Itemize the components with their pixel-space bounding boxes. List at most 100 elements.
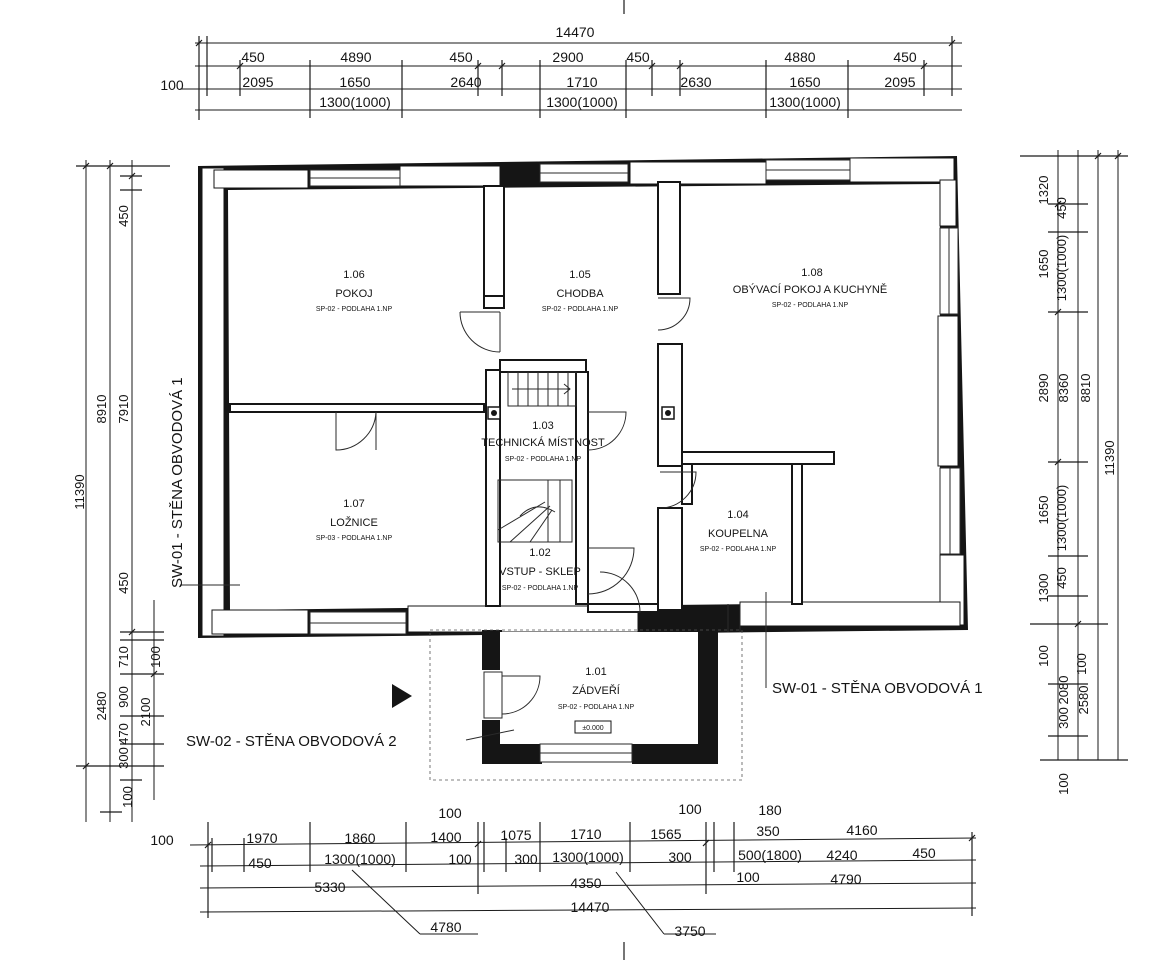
dim-top-3-2: 1300(1000): [546, 94, 618, 110]
top-dimension-chain: 14470 450 4890 450 2900 450 4880 450 100…: [160, 24, 962, 120]
dim-left-s6: 470: [116, 723, 131, 745]
room-name: KOUPELNA: [708, 528, 769, 540]
dim-top-1-7: 450: [893, 49, 917, 65]
dim-top-2-4: 1710: [566, 74, 597, 90]
room-number: 1.02: [529, 547, 550, 559]
room-number: 1.03: [532, 420, 553, 432]
dim-left-outer: 11390: [72, 474, 87, 509]
dim-bottom-1-7: 350: [756, 823, 780, 839]
dim-right-s1: 1320: [1036, 176, 1051, 205]
dim-right-s6: 1650: [1036, 496, 1051, 525]
room-name: CHODBA: [556, 288, 604, 300]
dim-bottom-2-1: 450: [248, 855, 272, 871]
stairs-upper: [507, 371, 577, 407]
room-name: LOŽNICE: [330, 516, 378, 529]
dim-right-s13: 2580: [1076, 686, 1091, 715]
dim-top-2-3: 2640: [450, 74, 481, 90]
room-number: 1.04: [727, 509, 748, 521]
doors: [335, 297, 741, 715]
room-1-04: 1.04 KOUPELNA SP-02 - PODLAHA 1.NP: [700, 509, 777, 553]
level-mark: ±0.000: [574, 720, 612, 734]
dim-bottom-2-2: 1300(1000): [324, 851, 396, 867]
room-spec: SP-03 - PODLAHA 1.NP: [316, 535, 393, 542]
dim-left-s5: 2100: [138, 698, 153, 727]
dim-left-s7: 300: [116, 747, 131, 769]
dim-right-outer: 11390: [1102, 440, 1117, 475]
dim-right-s3: 1650: [1036, 250, 1051, 279]
dim-bottom-3-1: 5330: [314, 879, 345, 895]
dim-top-2-7: 2095: [884, 74, 915, 90]
room-spec: SP-02 - PODLAHA 1.NP: [700, 546, 777, 553]
entrance-arrow-icon: [392, 684, 412, 708]
dim-top-2-left: 100: [160, 77, 184, 93]
dim-bottom-3-4: 4790: [830, 871, 861, 887]
room-name: VSTUP - SKLEP: [499, 566, 581, 578]
dim-bottom-3-2: 4350: [570, 875, 601, 891]
room-name: ZÁDVEŘÍ: [572, 684, 621, 697]
building-walls: [198, 156, 968, 781]
room-1-02: 1.02 VSTUP - SKLEP SP-02 - PODLAHA 1.NP: [499, 547, 581, 592]
dim-left-s1: 450: [116, 205, 131, 227]
dim-right-s4: 1300(1000): [1054, 235, 1069, 302]
dim-bottom-1-8: 4160: [846, 822, 877, 838]
right-dimension-chain: 1320 450 1650 1300(1000) 2890 1650 1300(…: [1020, 150, 1128, 795]
dim-left-mid3: 2480: [94, 692, 109, 721]
dim-left-mid2: 7910: [116, 395, 131, 424]
dim-bottom-3-3: 100: [736, 869, 760, 885]
dim-top-1-6: 4880: [784, 49, 815, 65]
dim-bottom-1-5: 1710: [570, 826, 601, 842]
room-spec: SP-02 - PODLAHA 1.NP: [502, 585, 579, 592]
dim-bottom-4: 14470: [571, 899, 610, 915]
room-name: POKOJ: [335, 288, 372, 300]
dim-top-1-2: 4890: [340, 49, 371, 65]
room-number: 1.01: [585, 666, 606, 678]
dim-top-3-1: 1300(1000): [319, 94, 391, 110]
dim-left-mid1: 8910: [94, 395, 109, 424]
room-1-06: 1.06 POKOJ SP-02 - PODLAHA 1.NP: [316, 269, 393, 313]
dim-left-s4: 900: [116, 686, 131, 708]
room-1-03: 1.03 TECHNICKÁ MÍSTNOST SP-02 - PODLAHA …: [481, 420, 605, 463]
dim-right-mid2: 8360: [1056, 374, 1071, 403]
dim-right-s12: 2080: [1056, 676, 1071, 705]
meter-box-left: [487, 406, 501, 420]
dim-bottom-1-3: 1400: [430, 829, 461, 845]
dim-bottom-above-1: 100: [438, 805, 462, 821]
room-1-01: 1.01 ZÁDVEŘÍ SP-02 - PODLAHA 1.NP: [558, 666, 635, 711]
dim-right-s2: 450: [1054, 197, 1069, 219]
svg-text:±0.000: ±0.000: [582, 725, 603, 732]
dim-top-2-5: 2630: [680, 74, 711, 90]
dim-bottom-above-2: 100: [678, 801, 702, 817]
room-spec: SP-02 - PODLAHA 1.NP: [505, 456, 582, 463]
dim-bottom-1-6: 1565: [650, 826, 681, 842]
dim-bottom-2-3: 100: [448, 851, 472, 867]
room-number: 1.08: [801, 267, 822, 279]
room-number: 1.05: [569, 269, 590, 281]
left-dimension-chain: 11390 8910 7910 2480 450 450 710 900 210…: [72, 160, 170, 822]
dim-top-2-6: 1650: [789, 74, 820, 90]
room-number: 1.07: [343, 498, 364, 510]
dim-right-s9: 1300: [1036, 574, 1051, 603]
dim-bottom-2-8: 4240: [826, 847, 857, 863]
dim-bottom-1-4: 1075: [500, 827, 531, 843]
dim-top-total: 14470: [556, 24, 595, 40]
dim-bottom-2-7: 500(1800): [738, 847, 802, 863]
room-1-08: 1.08 OBÝVACÍ POKOJ A KUCHYNĚ SP-02 - POD…: [733, 267, 887, 309]
dim-right-s10: 100: [1036, 645, 1051, 667]
dim-top-1-1: 450: [241, 49, 265, 65]
dim-top-1-3: 450: [449, 49, 473, 65]
room-name: TECHNICKÁ MÍSTNOST: [481, 436, 605, 449]
dim-bottom-2-6: 300: [668, 849, 692, 865]
dim-bottom-1-left: 100: [150, 832, 174, 848]
dim-top-1-5: 450: [626, 49, 650, 65]
room-spec: SP-02 - PODLAHA 1.NP: [772, 302, 849, 309]
dim-top-2-1: 2095: [242, 74, 273, 90]
dim-right-s8: 450: [1054, 567, 1069, 589]
dim-right-s14: 300: [1056, 707, 1071, 729]
dim-right-s15: 100: [1056, 773, 1071, 795]
dim-right-s5: 2890: [1036, 374, 1051, 403]
dim-left-s3: 710: [116, 646, 131, 668]
dim-right-mid1: 8810: [1078, 374, 1093, 403]
dim-bottom-above-3: 180: [758, 802, 782, 818]
dim-top-2-2: 1650: [339, 74, 370, 90]
room-name: OBÝVACÍ POKOJ A KUCHYNĚ: [733, 283, 887, 296]
